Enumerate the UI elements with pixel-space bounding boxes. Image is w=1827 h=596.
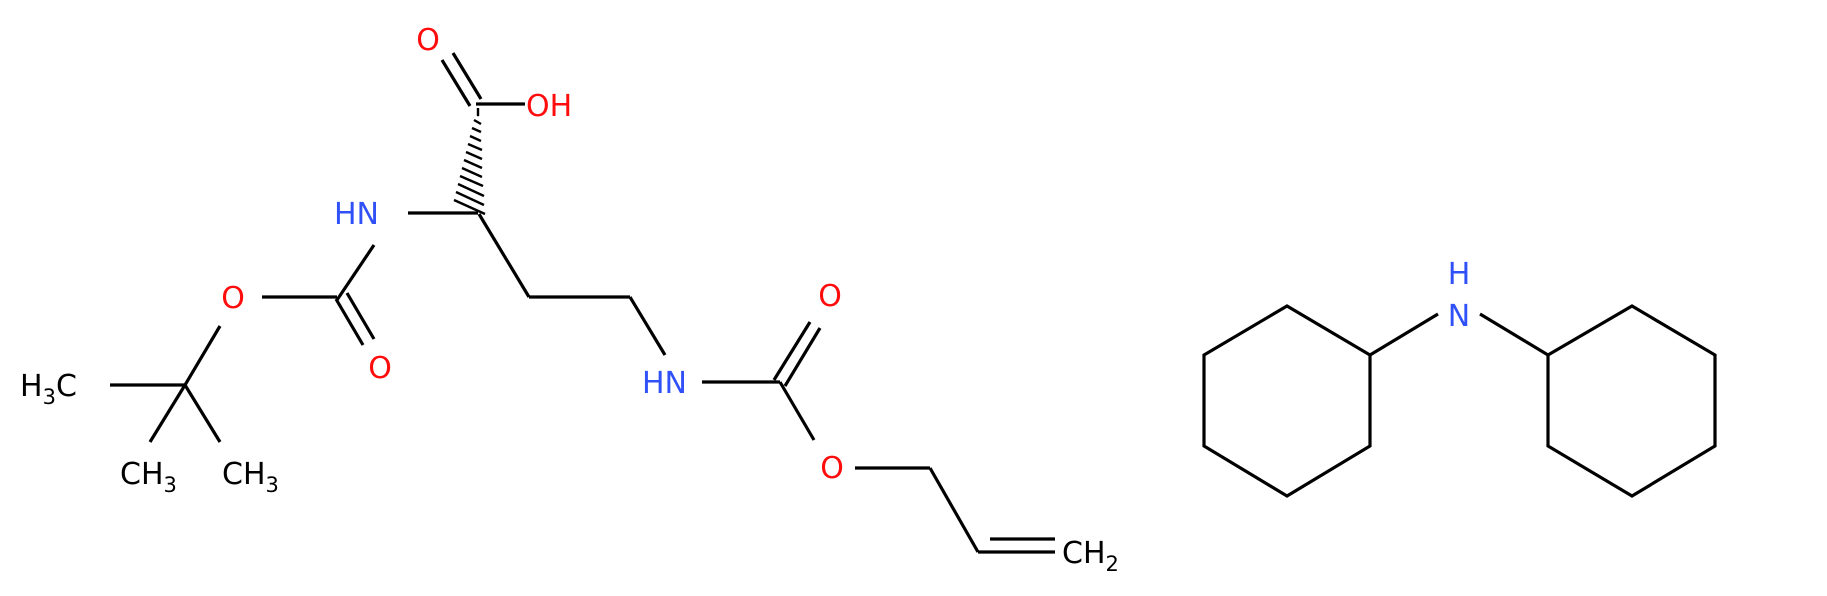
bond-ring-left-n [1369,312,1439,357]
bond-cooh-carbonyl-b [451,52,483,100]
atom-h3c: H3C [20,369,77,409]
bond-alloc-carbonyl-a [772,321,812,381]
atom-n-dicyclohexyl: N [1448,299,1470,334]
bond-cooh-carbonyl-a [440,59,472,107]
atom-nh-alpha: HN [334,197,379,232]
atom-o-alloc-carbonyl: O [818,279,842,314]
bond-calpha-cbeta [477,213,531,298]
bond-n-ring-right [1479,312,1549,357]
atom-ch3-left: CH3 [120,457,177,497]
atom-ch2-terminal: CH2 [1062,536,1119,576]
atom-o-boc-ester: O [221,281,245,316]
bond-o-tbu [183,325,222,386]
atom-o-acid-carbonyl: O [416,23,440,58]
atom-o-boc-carbonyl: O [368,351,392,386]
bond-cgamma-n [628,296,667,356]
atom-oh: OH [526,89,572,124]
cyclohexyl-ring-left [1202,304,1372,498]
atom-ch3-right: CH3 [222,457,279,497]
cyclohexyl-ring-right [1546,304,1717,498]
atom-h-dicyclohexyl: H [1448,257,1471,292]
bond-boc-carbonyl-b [345,292,376,340]
bond-nh-boc-c [335,244,376,301]
atom-o-alloc-ester: O [820,451,844,486]
bond-alloc-c-o [778,381,816,441]
bond-boc-carbonyl-a [334,298,365,346]
bond-tbu-me-down [148,384,187,443]
bond-ch2-ch [928,467,980,553]
atom-nh-side: HN [642,366,687,401]
bond-tbu-me-right [183,384,222,443]
bond-alloc-carbonyl-b [783,327,822,387]
hashed-wedge-bond [453,108,486,216]
